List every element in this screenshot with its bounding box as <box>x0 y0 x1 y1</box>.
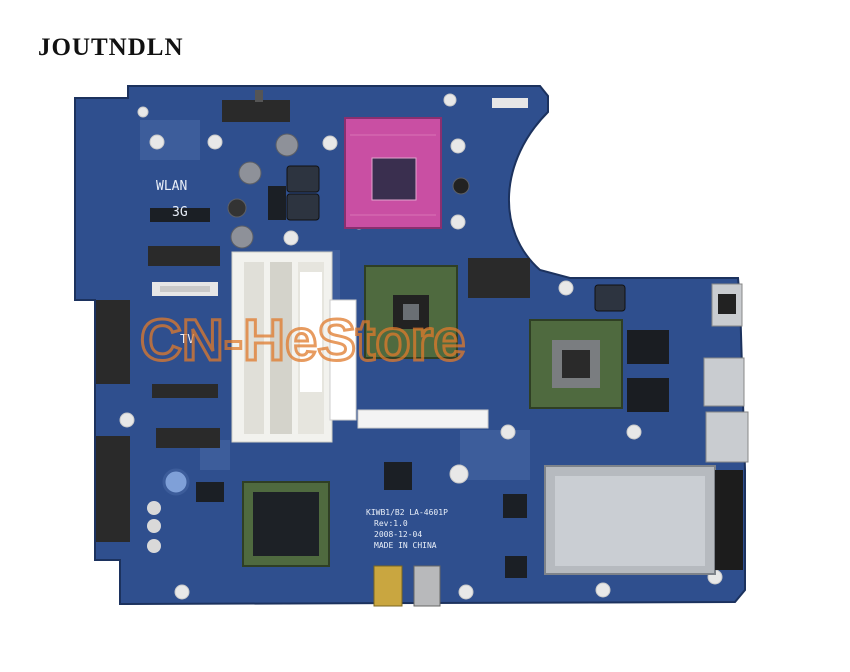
wwan-label: 3G <box>172 205 188 220</box>
wlan-label: WLAN <box>156 179 187 194</box>
brand-title: JOUTNDLN <box>38 34 184 61</box>
origin-label: MADE IN CHINA <box>374 541 437 550</box>
model-label: KIWB1/B2 LA-4601P <box>366 508 448 517</box>
date-label: 2008-12-04 <box>374 530 422 539</box>
tv-label: TV <box>180 332 194 346</box>
rev-label: Rev:1.0 <box>374 519 408 528</box>
watermark-text: CN-HeStore <box>140 308 466 373</box>
